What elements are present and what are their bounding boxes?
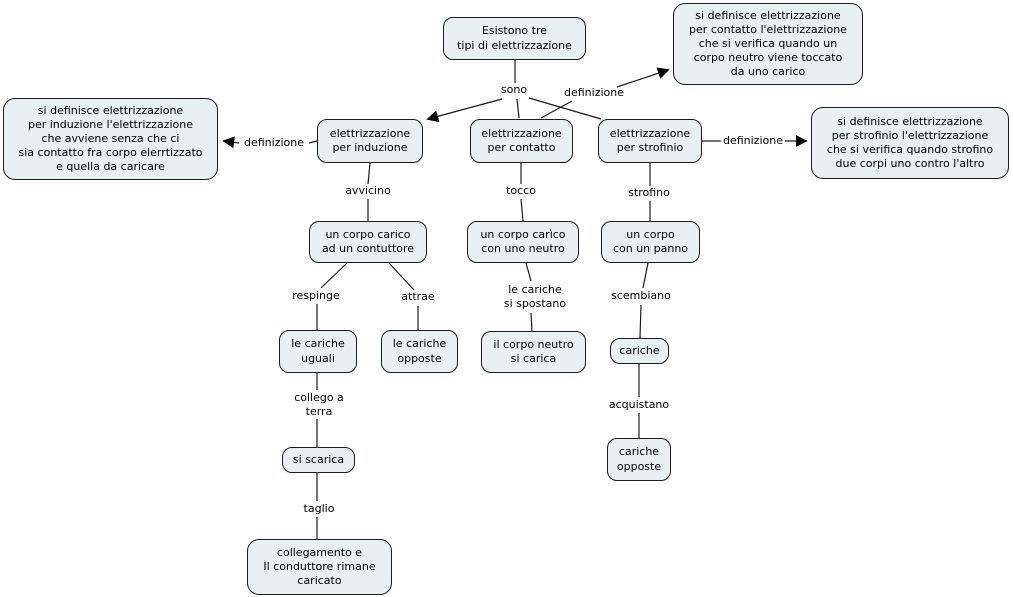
node-si-scarica[interactable]: si scarica bbox=[282, 447, 355, 473]
edge-label-tocco[interactable]: tocco bbox=[506, 183, 536, 197]
node-definizione-induzione[interactable]: si definisce elettrizzazione per induzio… bbox=[3, 98, 218, 180]
edge-label-definizione-induzione[interactable]: definizione bbox=[243, 135, 305, 149]
node-definizione-contatto[interactable]: si definisce elettrizzazione per contatt… bbox=[673, 3, 863, 85]
node-definizione-strofinio[interactable]: si definisce elettrizzazione per strofin… bbox=[811, 107, 1009, 179]
node-cariche-uguali[interactable]: le cariche uguali bbox=[279, 330, 357, 373]
edge-label-avvicino[interactable]: avvicino bbox=[345, 183, 391, 197]
node-corpo-neutro-si-carica[interactable]: il corpo neutro si carica bbox=[481, 331, 586, 373]
node-cariche-opposte-induzione[interactable]: le cariche opposte bbox=[381, 330, 458, 373]
edge-label-taglio[interactable]: taglio bbox=[303, 501, 335, 515]
edge-label-attrae[interactable]: attrae bbox=[401, 289, 435, 303]
edge-label-le-cariche-si-spostano[interactable]: le cariche si spostano bbox=[503, 282, 567, 310]
node-collegamento-caricato[interactable]: collegamento e Il conduttore rimane cari… bbox=[247, 539, 392, 595]
edge-label-definizione-strofinio[interactable]: definizione bbox=[722, 133, 784, 147]
node-esistono-tre-tipi[interactable]: Esistono tre tipi di elettrizzazione bbox=[443, 17, 586, 60]
node-corpo-carico-conduttore[interactable]: un corpo carico ad un contuttore bbox=[309, 221, 427, 263]
node-cariche[interactable]: cariche bbox=[610, 338, 669, 364]
node-elettrizzazione-per-contatto[interactable]: elettrizzazione per contatto bbox=[470, 119, 573, 163]
node-elettrizzazione-per-strofinio[interactable]: elettrizzazione per strofinio bbox=[598, 119, 702, 163]
node-elettrizzazione-per-induzione[interactable]: elettrizzazione per induzione bbox=[317, 119, 423, 163]
edge-label-acquistano[interactable]: acquistano bbox=[608, 397, 670, 411]
edge-label-respinge[interactable]: respinge bbox=[292, 288, 340, 302]
edge-label-collego-a-terra[interactable]: collego a terra bbox=[294, 390, 344, 418]
edge-label-scembiano[interactable]: scembiano bbox=[611, 288, 671, 302]
edge-label-strofino[interactable]: strofino bbox=[628, 185, 670, 199]
edge-label-definizione-contatto[interactable]: definizione bbox=[563, 85, 625, 99]
node-corpo-con-panno[interactable]: un corpo con un panno bbox=[601, 221, 700, 263]
edge-label-sono[interactable]: sono bbox=[500, 82, 528, 96]
node-corpo-carico-neutro[interactable]: un corpo carìco con uno neutro bbox=[467, 221, 579, 263]
node-cariche-opposte-strofinio[interactable]: cariche opposte bbox=[607, 438, 671, 481]
